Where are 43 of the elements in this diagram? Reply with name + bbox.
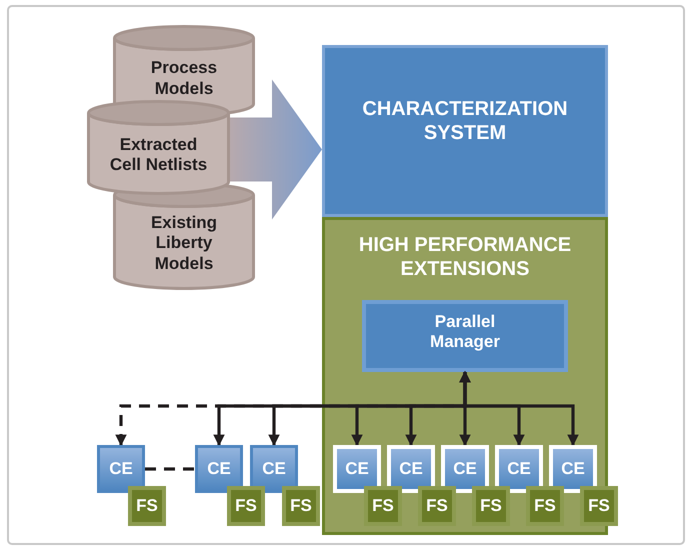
box-label: FS [135, 496, 159, 516]
storage-box [418, 486, 456, 526]
engine-box [97, 445, 145, 493]
storage-box [364, 486, 402, 526]
block-arrow [230, 80, 322, 220]
storage-box [128, 486, 166, 526]
box-label: FS [533, 496, 557, 516]
cylinder-label: Existing Liberty Models [150, 213, 218, 274]
extensions-panel [322, 217, 608, 535]
box-label: CE [452, 458, 478, 480]
box-label: CE [560, 458, 586, 480]
box-label: FS [371, 496, 395, 516]
box-label: CE [506, 458, 532, 480]
storage-box [227, 486, 265, 526]
box-label: CE [398, 458, 424, 480]
storage-box [580, 486, 618, 526]
box-label: CE [108, 458, 134, 480]
box-label: CHARACTERIZATION SYSTEM [361, 98, 569, 146]
engine-box [441, 445, 489, 493]
engine-box [333, 445, 381, 493]
engine-box [387, 445, 435, 493]
storage-box [526, 486, 564, 526]
cylinder-label: Process Models [150, 58, 218, 99]
engine-box [495, 445, 543, 493]
engine-box [549, 445, 597, 493]
dashed-line [145, 467, 195, 471]
box-label: HIGH PERFORMANCE EXTENSIONS [358, 234, 572, 282]
box-label: FS [234, 496, 258, 516]
manager-box [362, 300, 568, 372]
box-label: CE [344, 458, 370, 480]
storage-box [472, 486, 510, 526]
box-label: FS [587, 496, 611, 516]
box-label: CE [261, 458, 287, 480]
box-label: FS [479, 496, 503, 516]
box-label: Parallel Manager [429, 312, 501, 352]
box-label: CE [206, 458, 232, 480]
engine-box [250, 445, 298, 493]
storage-box [282, 486, 320, 526]
cylinder-label: Extracted Cell Netlists [108, 134, 208, 176]
system-box [322, 45, 608, 217]
engine-box [195, 445, 243, 493]
box-label: FS [289, 496, 313, 516]
box-label: FS [425, 496, 449, 516]
